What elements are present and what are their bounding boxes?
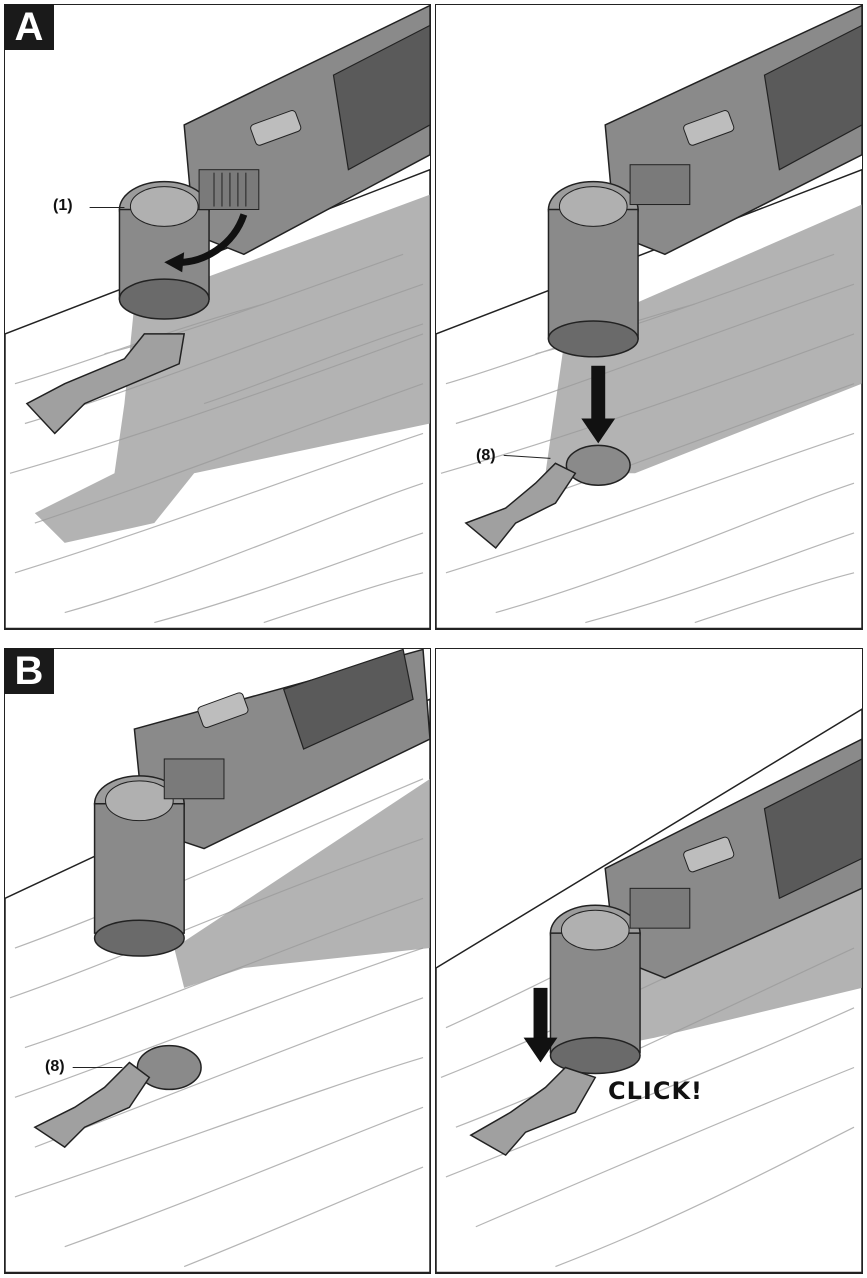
section-badge-b: B (4, 648, 54, 694)
section-badge-a: A (4, 4, 54, 50)
tool-illustration-a1 (5, 5, 430, 629)
callout-label-8: (8) (45, 1058, 65, 1075)
tool-illustration-b2 (436, 708, 862, 1273)
down-arrow-icon (581, 365, 616, 444)
panel-b1-position-blade: (8) (4, 648, 431, 1274)
callout-label-1: (1) (53, 197, 73, 214)
section-b: B (8) (4, 648, 863, 1274)
panel-a2-lift-tool: (8) (435, 4, 863, 630)
callout-label-8: (8) (476, 447, 496, 464)
section-a: A (4, 4, 863, 630)
panel-b2-press-click: CLICK! (435, 648, 863, 1274)
tool-illustration-b1 (5, 649, 430, 1273)
down-arrow-icon (523, 987, 558, 1063)
click-label: CLICK! (608, 1077, 703, 1105)
panel-a1-release-blade: (1) (4, 4, 431, 630)
tool-illustration-a2 (436, 5, 862, 629)
